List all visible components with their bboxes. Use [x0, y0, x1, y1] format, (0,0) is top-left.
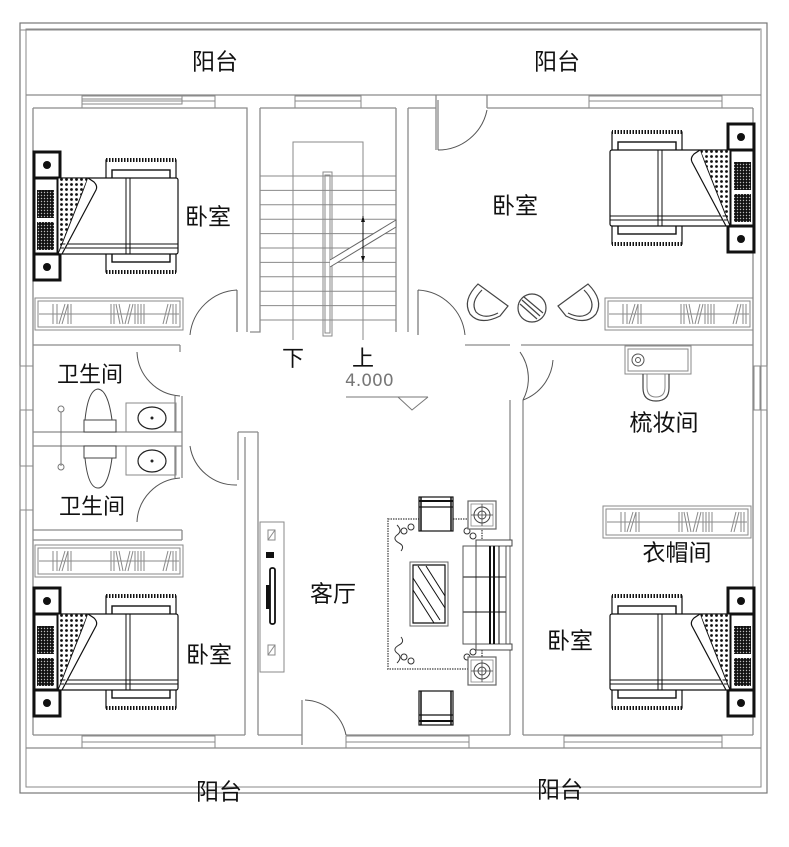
- bed-icon: [32, 150, 180, 282]
- washbasin-icon: [125, 402, 177, 433]
- door-swing-icon: [136, 351, 181, 397]
- door-swing-icon: [304, 699, 347, 736]
- windows: [19, 95, 768, 749]
- armchair-icon: [418, 496, 454, 532]
- armchair-icon: [466, 283, 600, 323]
- room-label-bedroom-top-left: 卧室: [185, 205, 231, 231]
- room-label-balcony-top-left: 阳台: [192, 50, 238, 76]
- toilet-icon: [83, 388, 117, 433]
- toilet-icon: [83, 445, 117, 489]
- stairs-down-label: 下: [282, 347, 304, 372]
- window-icon: [81, 95, 183, 105]
- door-swing-icon: [136, 477, 181, 523]
- window-icon: [294, 95, 362, 109]
- armchair-icon: [418, 690, 454, 726]
- door-swing-icon: [189, 289, 238, 336]
- floor-drain: [57, 405, 65, 471]
- balcony-top: [20, 29, 761, 96]
- bed-icon: [32, 586, 180, 718]
- side-table-icon: [467, 500, 497, 530]
- room-label-bathroom-2: 卫生间: [59, 495, 125, 520]
- room-label-bedroom-bottom-left: 卧室: [186, 643, 232, 669]
- room-label-bathroom-1: 卫生间: [57, 363, 123, 388]
- room-label-balcony-bottom-left: 阳台: [196, 780, 242, 806]
- bed-icon: [608, 586, 756, 718]
- room-label-cloakroom: 衣帽间: [643, 541, 712, 567]
- vanity-icon: [624, 345, 692, 402]
- doors: [136, 109, 554, 736]
- side-table-icon: [467, 656, 497, 686]
- door-swing-icon: [417, 289, 466, 336]
- wardrobe-icon: [602, 505, 752, 539]
- sofa-icon: [462, 539, 513, 651]
- window-icon: [588, 95, 723, 109]
- bed-icon: [608, 122, 756, 254]
- room-label-bedroom-bottom-right: 卧室: [547, 629, 593, 655]
- staircase: [260, 141, 397, 340]
- room-label-living-room: 客厅: [310, 582, 356, 608]
- door-swing-icon: [519, 351, 529, 401]
- room-label-balcony-bottom-right: 阳台: [537, 778, 583, 804]
- door-swing-icon: [437, 109, 488, 151]
- room-label-balcony-top-right: 阳台: [534, 50, 580, 76]
- handrail: [322, 171, 333, 337]
- door-swing-icon: [189, 445, 238, 486]
- wardrobe-icon: [34, 544, 184, 578]
- coffee-table-icon: [409, 561, 449, 627]
- room-label-dressing-room: 梳妆间: [630, 411, 699, 437]
- room-label-bedroom-top-right: 卧室: [492, 194, 538, 220]
- elevation-marker-icon: [346, 396, 429, 411]
- window-icon: [81, 95, 216, 109]
- elevation-value: 4.000: [345, 371, 394, 391]
- wardrobe-icon: [604, 297, 754, 331]
- washbasin-icon: [125, 445, 177, 476]
- stairs-up-label: 上: [352, 347, 374, 372]
- wardrobe-icon: [34, 297, 184, 331]
- tv-cabinet-icon: [259, 521, 285, 673]
